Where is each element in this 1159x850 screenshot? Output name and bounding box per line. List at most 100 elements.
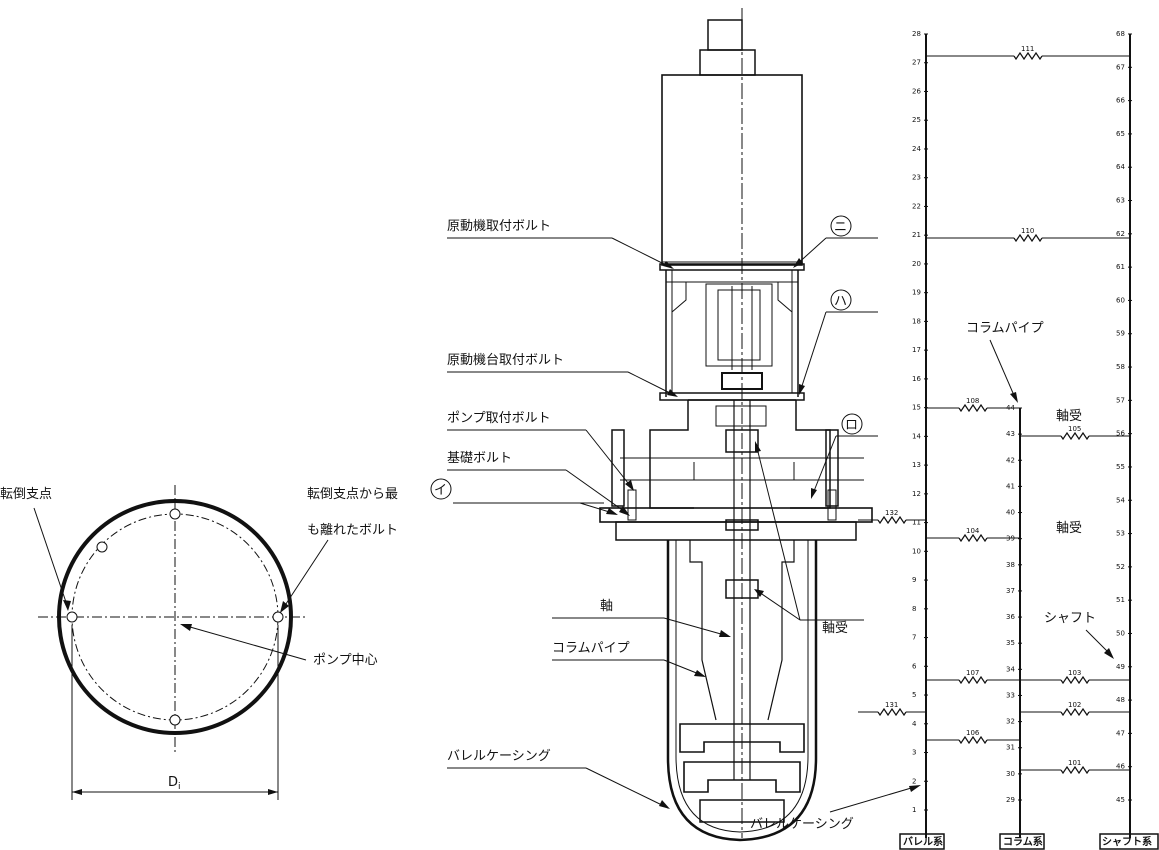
barrel-node-4: 4 (912, 720, 917, 728)
barrel-node-25: 25 (912, 116, 921, 124)
barrel-node-21: 21 (912, 231, 921, 239)
column-node-31: 31 (1006, 744, 1015, 752)
motor-top-cap-upper (707, 19, 743, 51)
spring-104 (958, 533, 988, 543)
barrel-node-24: 24 (912, 145, 921, 153)
spring-label-132: 132 (885, 509, 898, 517)
bolt-hole-upper-left (96, 541, 108, 553)
barrel-node-12: 12 (912, 490, 921, 498)
shaft-node-64: 64 (1116, 163, 1125, 171)
spring-131 (877, 707, 907, 717)
shaft-node-54: 54 (1116, 496, 1125, 504)
shaft-node-60: 60 (1116, 296, 1125, 304)
motor-base-bolt-arrowhead (667, 389, 678, 397)
model-barrel-casing-leader (829, 785, 919, 813)
model-column-pipe-label: コラムパイプ (966, 321, 1044, 336)
bolt-hole-top (169, 508, 181, 520)
coupling-hub (721, 372, 763, 390)
column-node-40: 40 (1006, 509, 1015, 517)
pivot-leader (33, 507, 69, 609)
motor-bolt-leader (611, 237, 673, 269)
marker-ha-text: ハ (834, 294, 847, 309)
barrel-node-2: 2 (912, 777, 916, 785)
pivot-label: 転倒支点 (0, 487, 52, 502)
spring-label-102: 102 (1068, 701, 1081, 709)
shaft-node-58: 58 (1116, 363, 1125, 371)
stand-rib-right (777, 281, 793, 313)
shaft-node-61: 61 (1116, 263, 1125, 271)
model-shaft-label: シャフト (1044, 611, 1096, 626)
model-column-pipe-arrowhead (1010, 392, 1018, 403)
model-barrel-casing-arrowhead (909, 785, 921, 792)
bolt-layout-diagram: 転倒支点 転倒支点から最 も離れたボルト ポンプ中心 Di (0, 485, 398, 800)
barrel-node-20: 20 (912, 260, 921, 268)
motor-top-cap-lower (699, 49, 756, 76)
marker-ha-circle (830, 289, 852, 311)
pivot-arrowhead (63, 600, 71, 611)
marker-ni-circle (830, 215, 852, 237)
column-pipe-right (767, 540, 795, 721)
shaft-node-45: 45 (1116, 796, 1125, 804)
model-bearing-label-1: 軸受 (1056, 409, 1082, 424)
barrel-node-19: 19 (912, 289, 921, 297)
marker-ro-text: ロ (845, 418, 858, 433)
barrel-casing-label: バレルケーシング (447, 749, 551, 764)
spring-label-104: 104 (966, 527, 980, 535)
column-node-43: 43 (1006, 430, 1015, 438)
far-bolt-label-line1: 転倒支点から最 (307, 487, 398, 502)
spring-label-107: 107 (966, 669, 979, 677)
spring-107 (958, 675, 988, 685)
barrel-casing-inner (675, 540, 809, 833)
impeller-stage-1 (679, 723, 805, 753)
barrel-node-26: 26 (912, 87, 921, 95)
pump-head-left (649, 400, 694, 509)
barrel-node-6: 6 (912, 662, 917, 670)
motor-bolt-label: 原動機取付ボルト (447, 219, 551, 234)
spring-label-101: 101 (1068, 759, 1081, 767)
bolt-hole-right (272, 611, 284, 623)
bearing-upper (725, 429, 759, 453)
foundation-bolt-right (827, 489, 837, 521)
barrel-node-1: 1 (912, 806, 916, 814)
column-pipe-label: コラムパイプ (552, 641, 630, 656)
dim-arrow-left (72, 789, 82, 795)
far-bolt-label-line2: も離れたボルト (307, 523, 398, 538)
stuffing-box (715, 405, 767, 427)
spring-132 (877, 515, 907, 525)
barrel-node-14: 14 (912, 432, 921, 440)
column-node-37: 37 (1006, 587, 1015, 595)
motor-bolt-arrowhead (663, 261, 674, 269)
column-node-34: 34 (1006, 665, 1015, 673)
spring-label-131: 131 (885, 701, 898, 709)
foundation-bolt-leader (565, 469, 629, 515)
barrel-system-label: バレル系 (903, 835, 943, 848)
spring-label-105: 105 (1068, 425, 1081, 433)
column-node-39: 39 (1006, 535, 1015, 543)
barrel-node-22: 22 (912, 202, 921, 210)
foundation-bolt-arrowhead (619, 506, 630, 516)
barrel-node-17: 17 (912, 346, 921, 354)
barrel-node-9: 9 (912, 576, 916, 584)
barrel-node-13: 13 (912, 461, 921, 469)
bolt-hole-bottom (169, 714, 181, 726)
diameter-label: Di (168, 775, 181, 792)
column-node-36: 36 (1006, 613, 1015, 621)
shaft-node-50: 50 (1116, 629, 1125, 637)
far-bolt-arrowhead (280, 601, 289, 613)
impeller-stage-3 (699, 799, 785, 823)
marker-ro-leader (811, 435, 837, 497)
column-node-42: 42 (1006, 456, 1015, 464)
marker-ha-leader (799, 311, 827, 393)
model-column-pipe-leader (989, 339, 1017, 401)
bearing-leader-lower (755, 589, 801, 621)
spring-105 (1060, 431, 1090, 441)
shaft-node-67: 67 (1116, 63, 1125, 71)
marker-ro-circle (841, 413, 863, 435)
marker-ha-arrowhead (799, 384, 805, 395)
barrel-node-27: 27 (912, 59, 921, 67)
pump-bolt-leader (585, 429, 633, 489)
mounting-ring (615, 521, 857, 541)
column-node-35: 35 (1006, 639, 1015, 647)
barrel-casing (666, 540, 818, 842)
column-pipe-arrowhead (694, 670, 706, 677)
